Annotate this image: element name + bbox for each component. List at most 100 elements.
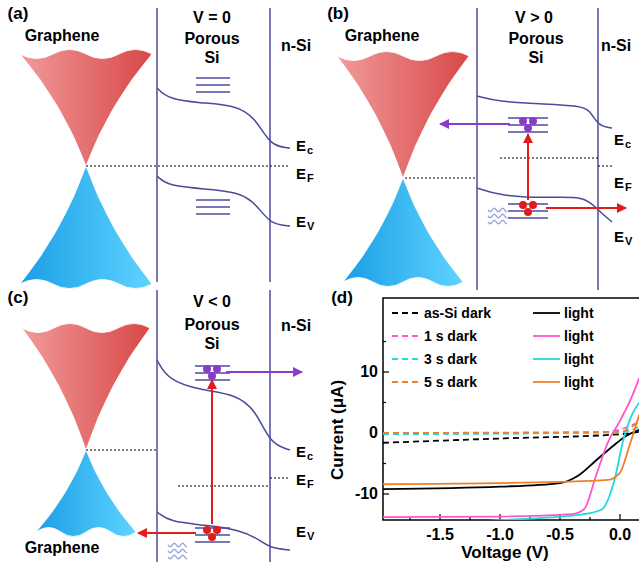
fermi-level	[598, 165, 612, 166]
material-label: Porous Si	[177, 315, 247, 353]
trap-state	[195, 541, 230, 542]
energy-level-label: E	[296, 165, 306, 183]
trap-state	[195, 527, 230, 528]
legend-text: light	[564, 374, 594, 391]
trap-state	[508, 117, 548, 118]
y-tick	[383, 371, 389, 372]
valence-band-edge	[157, 176, 290, 226]
light-wave	[488, 220, 507, 224]
tick-label: 0	[369, 423, 378, 442]
carrier-arrow	[440, 123, 510, 125]
carrier-dot	[208, 372, 216, 380]
region-boundary	[156, 8, 158, 282]
legend-text: 3 s dark	[424, 351, 477, 368]
valence-cone	[20, 166, 152, 289]
carrier-dot	[524, 208, 532, 216]
carrier-arrow	[527, 134, 529, 200]
material-label: n-Si	[281, 316, 311, 335]
legend-line-sample	[392, 358, 419, 360]
trap-state	[195, 365, 230, 366]
conduction-cone	[22, 324, 150, 451]
region-boundary	[597, 8, 599, 290]
energy-level-label: E	[296, 471, 306, 489]
axis-title: Current (μA)	[328, 380, 348, 480]
energy-level-label: E	[296, 137, 306, 155]
carrier-dot	[524, 124, 532, 132]
plot-frame	[383, 298, 639, 520]
region-boundary	[269, 290, 271, 562]
trap-state	[196, 91, 230, 92]
legend-line-sample	[392, 312, 419, 314]
tick-label: -10	[355, 484, 378, 503]
conduction-cone	[20, 50, 152, 167]
legend-text: as-Si dark	[424, 305, 491, 322]
energy-subscript: V	[307, 530, 314, 543]
conduction-band-edge	[157, 88, 290, 148]
carrier-dot	[519, 201, 527, 209]
y-tick	[383, 341, 386, 342]
valence-band-edge	[157, 512, 290, 550]
iv-curve	[383, 432, 639, 443]
panel-letter: (a)	[8, 4, 29, 24]
axis-title: Voltage (V)	[461, 543, 549, 563]
fermi-level	[270, 477, 290, 478]
iv-curve	[383, 415, 639, 485]
valence-cone	[36, 450, 136, 537]
material-label: Graphene	[25, 538, 100, 557]
y-tick	[383, 463, 386, 464]
legend-line-sample	[392, 335, 419, 337]
light-wave	[168, 549, 187, 553]
y-tick	[383, 402, 386, 403]
fermi-level	[405, 177, 477, 178]
legend-text: light	[564, 328, 594, 345]
light-wave	[488, 214, 507, 218]
carrier-dot	[213, 365, 221, 373]
carrier-dot	[203, 526, 211, 534]
carrier-arrow	[546, 207, 626, 209]
energy-subscript: c	[625, 138, 631, 151]
trap-state	[508, 203, 548, 204]
tick-label: 0.0	[609, 525, 631, 544]
plot-curves	[383, 378, 639, 520]
region-boundary	[476, 8, 478, 290]
valence-band-edge	[477, 188, 612, 222]
legend-line-sample	[533, 335, 560, 337]
energy-subscript: F	[307, 172, 314, 185]
legend-text: light	[564, 305, 594, 322]
energy-subscript: V	[307, 220, 314, 233]
material-label: Graphene	[345, 26, 420, 45]
trap-state	[196, 84, 230, 85]
iv-curve	[383, 427, 639, 434]
tick-label: -1.0	[486, 525, 514, 544]
carrier-dot	[529, 117, 537, 125]
trap-state	[196, 213, 230, 214]
energy-level-label: E	[296, 443, 306, 461]
panel-letter: (c)	[8, 288, 29, 308]
light-wave	[488, 208, 507, 212]
bias-label: V > 0	[515, 8, 553, 27]
trap-state	[196, 206, 230, 207]
energy-subscript: V	[625, 235, 632, 248]
legend-line-sample	[392, 381, 419, 383]
trap-state	[196, 77, 230, 78]
material-label: Graphene	[25, 26, 100, 45]
energy-level-label: E	[296, 523, 306, 541]
fermi-level	[178, 485, 270, 486]
iv-curve	[383, 403, 639, 521]
energy-level-label: E	[614, 228, 624, 246]
iv-curve	[383, 421, 639, 433]
material-label: Porous Si	[177, 29, 247, 67]
region-boundary	[269, 8, 271, 282]
light-wave	[168, 555, 187, 559]
energy-level-label: E	[296, 213, 306, 231]
carrier-arrow	[226, 371, 302, 373]
x-tick	[589, 517, 590, 520]
energy-subscript: c	[307, 144, 313, 157]
light-wave	[168, 543, 187, 547]
trap-state	[196, 199, 230, 200]
tick-label: -0.5	[546, 525, 574, 544]
fermi-level	[86, 449, 157, 450]
conduction-cone	[337, 52, 469, 179]
